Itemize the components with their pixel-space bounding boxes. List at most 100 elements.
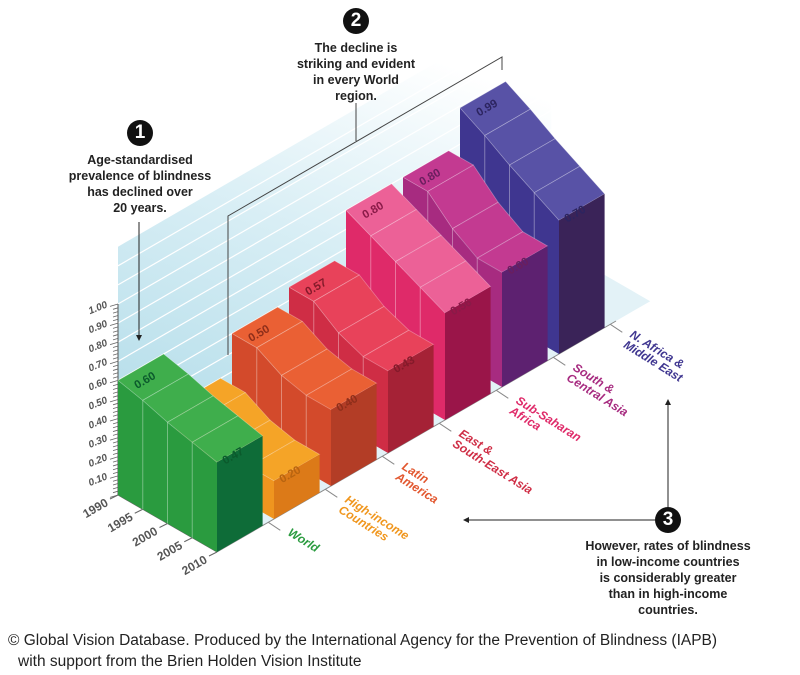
bar-front-face [217, 435, 263, 552]
y-axis-tick [109, 475, 119, 479]
y-tick-label: 0.30 [87, 433, 110, 451]
y-axis-tick [112, 441, 119, 444]
y-axis-tick [112, 410, 119, 413]
y-axis-tick [112, 376, 119, 379]
region-tick [553, 356, 566, 366]
back-wall-plane [118, 0, 552, 495]
year-tick-label: 2000 [130, 524, 160, 550]
annotation-2-bracket [227, 56, 503, 355]
bar-front-face [502, 246, 548, 387]
y-tick-label: 0.40 [87, 414, 110, 432]
region-label: LatinAmerica [392, 459, 447, 507]
annotation-line: is considerably greater [599, 571, 737, 585]
y-axis-tick [109, 399, 119, 403]
annotation-2-number: 2 [343, 8, 369, 34]
y-axis-tick [112, 372, 119, 375]
annotation-3-text: However, rates of blindness in low-incom… [573, 538, 763, 618]
region-tick [268, 521, 281, 531]
gridline [117, 14, 552, 267]
region-tick [382, 455, 395, 465]
y-axis-tick [112, 349, 119, 352]
annotation-line: than in high-income [608, 587, 728, 601]
bar-front-face [331, 383, 377, 486]
region-label: East &South-East Asia [450, 426, 542, 497]
annotation-1-number: 1 [127, 120, 153, 146]
year-tick [134, 508, 143, 514]
region-label-line: World [286, 525, 323, 555]
y-axis-tick [112, 391, 119, 394]
y-axis-tick [112, 395, 119, 398]
y-tick-label: 1.00 [87, 299, 110, 317]
y-axis-tick [112, 425, 119, 429]
bar-world: 0.600.47 [117, 353, 264, 552]
y-axis-tick [112, 460, 119, 463]
y-axis-tick [112, 433, 119, 436]
y-tick-label: 0.50 [87, 395, 110, 413]
annotation-1-text: Age-standardised prevalence of blindness… [55, 152, 225, 216]
region-label: N. Africa &Middle East [621, 327, 692, 385]
footer-line-2: with support from the Brien Holden Visio… [18, 653, 362, 670]
region-label: Sub-SaharanAfrica [506, 393, 583, 455]
y-axis-tick [112, 414, 119, 417]
y-axis-tick [112, 490, 119, 494]
year-tick [159, 523, 168, 528]
y-axis-tick [112, 429, 119, 432]
annotation-line: The decline is [314, 41, 398, 55]
annotation-line: in every World [313, 73, 399, 87]
y-axis-tick [109, 418, 119, 422]
y-axis-tick [112, 406, 119, 410]
y-tick-label: 0.60 [87, 376, 110, 394]
y-axis-tick [109, 380, 119, 384]
annotation-line: has declined over [87, 185, 193, 199]
y-axis-tick [112, 479, 119, 482]
annotation-line: Age-standardised [87, 153, 193, 167]
y-axis-tick [112, 464, 119, 467]
y-axis-tick [112, 402, 119, 406]
y-tick-label: 0.90 [87, 319, 110, 337]
annotation-line: in low-income countries [596, 555, 740, 569]
annotation-lines [136, 56, 671, 523]
gridline [117, 33, 552, 286]
region-tick [325, 488, 338, 498]
y-axis-tick [112, 307, 119, 310]
y-axis-tick [112, 364, 119, 368]
region-tick [610, 323, 623, 333]
y-tick-label: 0.20 [87, 452, 110, 470]
3d-bar-chart: 0.100.200.300.400.500.600.700.800.901.00… [80, 0, 692, 578]
y-axis-tick [109, 341, 119, 345]
y-axis-tick [112, 345, 119, 348]
region-tick [439, 422, 452, 432]
annotation-line: 20 years. [113, 201, 167, 215]
year-tick [184, 537, 193, 543]
footer-line-1: © Global Vision Database. Produced by th… [8, 632, 718, 649]
annotation-2-text: The decline is striking and evident in e… [276, 40, 436, 104]
y-axis-tick [112, 357, 119, 360]
bar-front-face [388, 344, 434, 453]
region-label: High-incomeCountries [336, 492, 412, 553]
y-axis-tick [109, 303, 119, 307]
year-tick [208, 551, 218, 557]
bar-side-face [118, 380, 217, 552]
y-tick-label: 0.70 [87, 357, 110, 375]
y-axis-tick [112, 318, 119, 322]
annotation-line: striking and evident [296, 57, 416, 71]
annotation-3-number: 3 [655, 507, 681, 533]
y-axis-tick [112, 452, 119, 455]
bar-front-face [274, 454, 320, 519]
annotation-line: region. [335, 89, 377, 103]
bars: 0.990.700.800.600.800.560.570.430.500.40… [117, 81, 606, 552]
y-axis-tick [112, 315, 119, 318]
y-axis-tick [112, 422, 119, 425]
year-tick [109, 494, 119, 500]
y-axis-tick [112, 368, 119, 371]
y-axis-tick [112, 311, 119, 314]
y-axis-tick [112, 483, 119, 486]
bar-front-face [559, 193, 605, 354]
y-axis-tick [112, 448, 119, 452]
bar-front-face [445, 286, 491, 420]
gridline [117, 52, 552, 305]
annotation-line: However, rates of blindness [585, 539, 751, 553]
annotation-line: countries. [638, 603, 698, 617]
region-tick [496, 389, 509, 399]
y-axis-tick [109, 360, 119, 365]
